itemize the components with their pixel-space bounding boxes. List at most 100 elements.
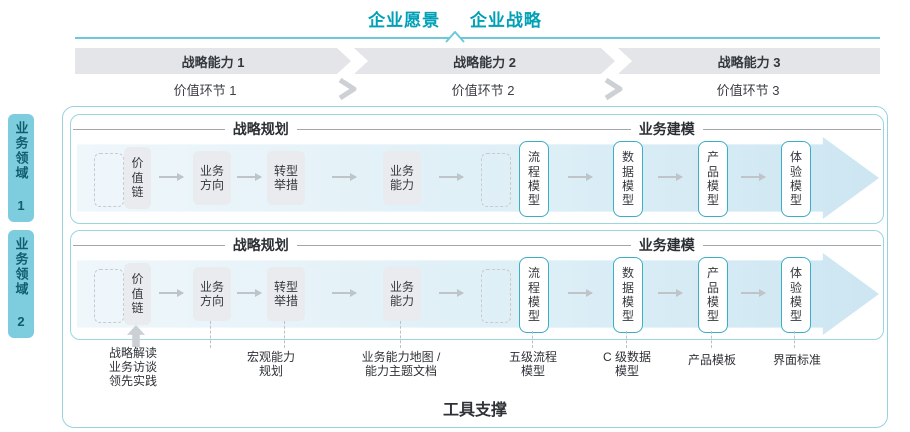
arrow-right-icon	[568, 289, 593, 297]
box-experience-model: 体验模型	[781, 141, 811, 217]
box-data-model: 数据模型	[613, 257, 643, 333]
callout-line: 产品模板	[687, 353, 737, 367]
box-label: 价值链	[131, 156, 144, 200]
dashed-connector	[794, 331, 795, 348]
domain-label-2: 业务领域 2	[8, 230, 34, 338]
arrow-right-icon	[159, 173, 184, 181]
box-transformation-initiatives: 转型举措	[267, 151, 305, 205]
callout-macro-capability: 宏观能力 规划	[247, 350, 295, 378]
arrow-right-icon	[741, 173, 766, 181]
callout-line: C 级数据	[602, 350, 652, 364]
box-process-model: 流程模型	[519, 141, 549, 217]
chevron-right-icon	[604, 77, 623, 101]
box-label: 体验模型	[789, 150, 802, 208]
dashed-connector	[400, 321, 401, 348]
box-product-model: 产品模型	[698, 141, 728, 217]
box-label: 业务方向	[199, 163, 224, 192]
callout-product-template: 产品模板	[688, 353, 736, 367]
arrow-right-icon	[439, 289, 464, 297]
box-label: 数据模型	[621, 266, 634, 324]
value-link-1: 价值环节 1	[173, 83, 237, 98]
domain-label-1: 业务领域 1	[8, 114, 34, 222]
capability-bar-2: 战略能力 2	[354, 48, 615, 74]
box-label: 价值链	[131, 272, 144, 316]
arrow-right-icon	[658, 173, 683, 181]
callout-line: 宏观能力	[246, 350, 296, 364]
callout-line: 模型	[520, 364, 546, 378]
business-modeling-header: 业务建模	[638, 237, 695, 253]
placeholder-box	[94, 153, 124, 207]
box-experience-model: 体验模型	[781, 257, 811, 333]
dashed-connector	[626, 331, 627, 348]
arrow-right-icon	[332, 289, 357, 297]
callout-line: 领先实践	[108, 374, 158, 388]
panel-domain-1: 战略规划 业务建模 价值链 业务方向 转型举措 业务能力 流程模型 数据模型 产…	[70, 114, 884, 224]
capability-bar-label: 战略能力 3	[717, 54, 781, 70]
arrow-right-icon	[237, 289, 262, 297]
box-business-direction: 业务方向	[193, 267, 231, 321]
placeholder-box	[481, 153, 511, 207]
chevron-right-icon	[338, 77, 357, 101]
placeholder-box	[481, 269, 511, 323]
header-line	[73, 128, 225, 130]
box-label: 转型举措	[273, 163, 298, 192]
callout-line: 界面标准	[772, 353, 822, 367]
header-line	[73, 244, 225, 246]
box-label: 流程模型	[527, 150, 540, 208]
tool-support-container	[62, 106, 888, 428]
strategic-planning-header: 战略规划	[232, 121, 289, 137]
box-transformation-initiatives: 转型举措	[267, 267, 305, 321]
box-label: 产品模型	[706, 266, 719, 324]
arrow-right-icon	[741, 289, 766, 297]
arrow-right-icon	[159, 289, 184, 297]
box-business-capability: 业务能力	[383, 267, 421, 321]
box-label: 业务方向	[199, 279, 224, 308]
arrow-right-icon	[332, 173, 357, 181]
dashed-connector	[711, 331, 712, 348]
strategic-planning-header: 战略规划	[232, 237, 289, 253]
header-line	[702, 244, 881, 246]
callout-line: 模型	[614, 364, 640, 378]
box-process-model: 流程模型	[519, 257, 549, 333]
box-product-model: 产品模型	[698, 257, 728, 333]
header-line	[702, 128, 881, 130]
callout-line: 规划	[258, 364, 284, 378]
capability-bar-label: 战略能力 1	[181, 54, 245, 70]
box-data-model: 数据模型	[613, 141, 643, 217]
dashed-connector	[284, 321, 285, 348]
box-label: 转型举措	[273, 279, 298, 308]
box-label: 产品模型	[706, 150, 719, 208]
callout-line: 战略解读	[108, 346, 158, 360]
callout-line: 业务能力地图 /	[361, 350, 441, 364]
title-underline	[75, 37, 880, 39]
callout-data-model: C 级数据 模型	[603, 350, 651, 378]
box-label: 流程模型	[527, 266, 540, 324]
value-link-2: 价值环节 2	[451, 83, 515, 98]
caret-up-icon	[445, 31, 465, 43]
capability-bar-1: 战略能力 1	[75, 48, 351, 74]
box-value-chain: 价值链	[124, 263, 151, 325]
header-line	[296, 244, 631, 246]
box-value-chain: 价值链	[124, 147, 151, 209]
callout-line: 业务访谈	[108, 360, 158, 374]
arrow-right-icon	[237, 173, 262, 181]
placeholder-box	[94, 269, 124, 323]
box-label: 体验模型	[789, 266, 802, 324]
panel-header: 战略规划 业务建模	[73, 119, 881, 139]
capability-bar-label: 战略能力 2	[453, 54, 516, 70]
title-strategy: 企业战略	[469, 11, 542, 30]
callout-line: 五级流程	[508, 350, 558, 364]
tool-support-label: 工具支撑	[442, 402, 508, 419]
box-business-direction: 业务方向	[193, 151, 231, 205]
value-link-3: 价值环节 3	[716, 83, 780, 98]
callout-process-model: 五级流程 模型	[509, 350, 557, 378]
box-label: 数据模型	[621, 150, 634, 208]
callout-line: 能力主题文档	[364, 364, 438, 378]
business-modeling-header: 业务建模	[638, 121, 695, 137]
capability-bar-3: 战略能力 3	[618, 48, 880, 74]
title-vision: 企业愿景	[368, 11, 441, 30]
arrow-right-icon	[658, 289, 683, 297]
dashed-connector	[532, 331, 533, 348]
box-label: 业务能力	[389, 163, 414, 192]
